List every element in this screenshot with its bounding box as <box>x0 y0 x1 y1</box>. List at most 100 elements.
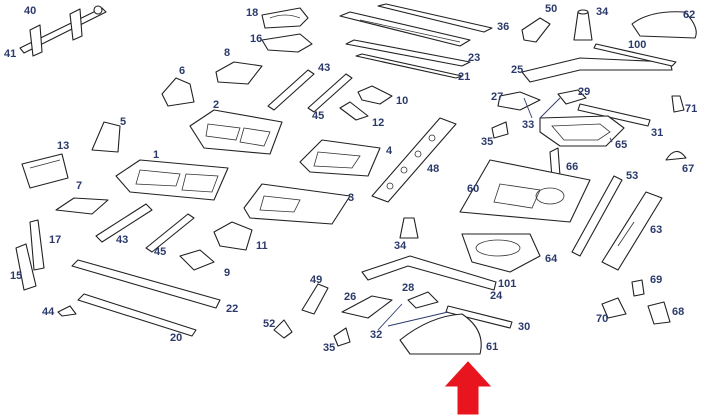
callout-35-lower: 35 <box>323 342 336 354</box>
part-31 <box>577 103 651 127</box>
callout-24: 24 <box>490 290 503 302</box>
callout-12: 12 <box>372 117 385 129</box>
callout-23: 23 <box>468 52 481 64</box>
callout-41: 41 <box>4 48 17 60</box>
part-61 <box>399 313 482 355</box>
part-65 <box>539 115 625 147</box>
callout-48: 48 <box>427 163 440 175</box>
callout-100: 100 <box>628 39 647 51</box>
part-sill-rails <box>339 3 493 79</box>
callout-21: 21 <box>458 71 471 83</box>
callout-10: 10 <box>396 95 409 107</box>
part-43-45-top <box>267 69 353 113</box>
part-43-45-lower <box>95 203 195 253</box>
callout-6: 6 <box>179 65 186 77</box>
callout-1: 1 <box>153 149 160 161</box>
part-4-floor <box>299 139 381 177</box>
part-27-29 <box>497 89 587 111</box>
callout-67: 67 <box>682 163 695 175</box>
part-60-boot-floor <box>459 159 591 223</box>
callout-33: 33 <box>522 119 535 131</box>
part-52 <box>273 319 293 339</box>
part-28 <box>407 291 439 309</box>
callout-101: 101 <box>498 278 517 290</box>
part-34-lower <box>399 217 419 239</box>
callout-43-lower: 43 <box>116 234 129 246</box>
part-6 <box>161 77 195 107</box>
part-101-24-rail <box>361 255 497 291</box>
callout-3: 3 <box>348 192 355 204</box>
part-48 <box>371 117 457 203</box>
callout-29: 29 <box>578 86 591 98</box>
callout-64: 64 <box>545 253 558 265</box>
part-71 <box>671 95 685 113</box>
part-22-20-rails <box>71 259 221 337</box>
part-front-crossmember <box>19 5 107 57</box>
callout-30: 30 <box>518 321 531 333</box>
callout-45-top: 45 <box>312 110 325 122</box>
part-67 <box>665 150 687 161</box>
part-2-floor <box>189 109 283 155</box>
part-35-top <box>491 121 509 139</box>
part-5 <box>91 121 121 153</box>
part-10-12 <box>339 85 393 121</box>
callout-28: 28 <box>402 282 415 294</box>
callout-15: 15 <box>10 270 23 282</box>
callout-4: 4 <box>386 145 393 157</box>
part-30 <box>445 305 513 329</box>
callout-27: 27 <box>491 91 504 103</box>
part-16 <box>261 33 313 53</box>
callout-60: 60 <box>467 183 480 195</box>
callout-34-lower: 34 <box>394 240 407 252</box>
callout-26: 26 <box>344 291 357 303</box>
callout-63: 63 <box>650 224 663 236</box>
callout-5: 5 <box>120 116 127 128</box>
part-35-lower <box>333 327 351 347</box>
red-up-arrow-icon <box>444 361 492 415</box>
part-64-spare-tub <box>461 233 541 273</box>
callout-20: 20 <box>170 332 183 344</box>
callout-44: 44 <box>42 306 55 318</box>
part-69 <box>631 279 645 297</box>
part-50 <box>521 17 551 43</box>
callout-53: 53 <box>626 170 639 182</box>
callout-71: 71 <box>685 103 698 115</box>
part-62 <box>631 11 697 39</box>
callout-16: 16 <box>250 33 263 45</box>
part-rear-rail <box>521 43 677 83</box>
callout-50: 50 <box>545 3 558 15</box>
callout-22: 22 <box>226 303 239 315</box>
callout-18: 18 <box>246 7 259 19</box>
part-8 <box>215 61 263 85</box>
callout-31: 31 <box>651 127 664 139</box>
part-17-15 <box>15 219 45 291</box>
callout-17: 17 <box>49 234 62 246</box>
callout-65: 65 <box>615 139 628 151</box>
callout-7: 7 <box>76 180 83 192</box>
callout-34: 34 <box>596 6 609 18</box>
part-7 <box>55 197 109 215</box>
part-1-floor <box>115 159 229 201</box>
callout-9: 9 <box>224 267 231 279</box>
callout-49: 49 <box>310 274 323 286</box>
callout-62: 62 <box>683 9 696 21</box>
callout-40: 40 <box>24 5 37 17</box>
callout-61: 61 <box>486 341 499 353</box>
callout-69: 69 <box>650 274 663 286</box>
callout-13: 13 <box>57 140 70 152</box>
part-34-top <box>573 9 593 41</box>
callout-25: 25 <box>511 64 524 76</box>
callout-70: 70 <box>596 313 609 325</box>
callout-52: 52 <box>263 318 276 330</box>
part-3-floor <box>243 183 351 225</box>
part-26 <box>341 295 393 319</box>
part-9 <box>179 249 215 271</box>
callout-32: 32 <box>370 329 383 341</box>
callout-2: 2 <box>213 99 220 111</box>
callout-43-top: 43 <box>318 62 331 74</box>
callout-66: 66 <box>566 161 579 173</box>
part-70-68 <box>601 297 671 325</box>
callout-36: 36 <box>497 21 510 33</box>
